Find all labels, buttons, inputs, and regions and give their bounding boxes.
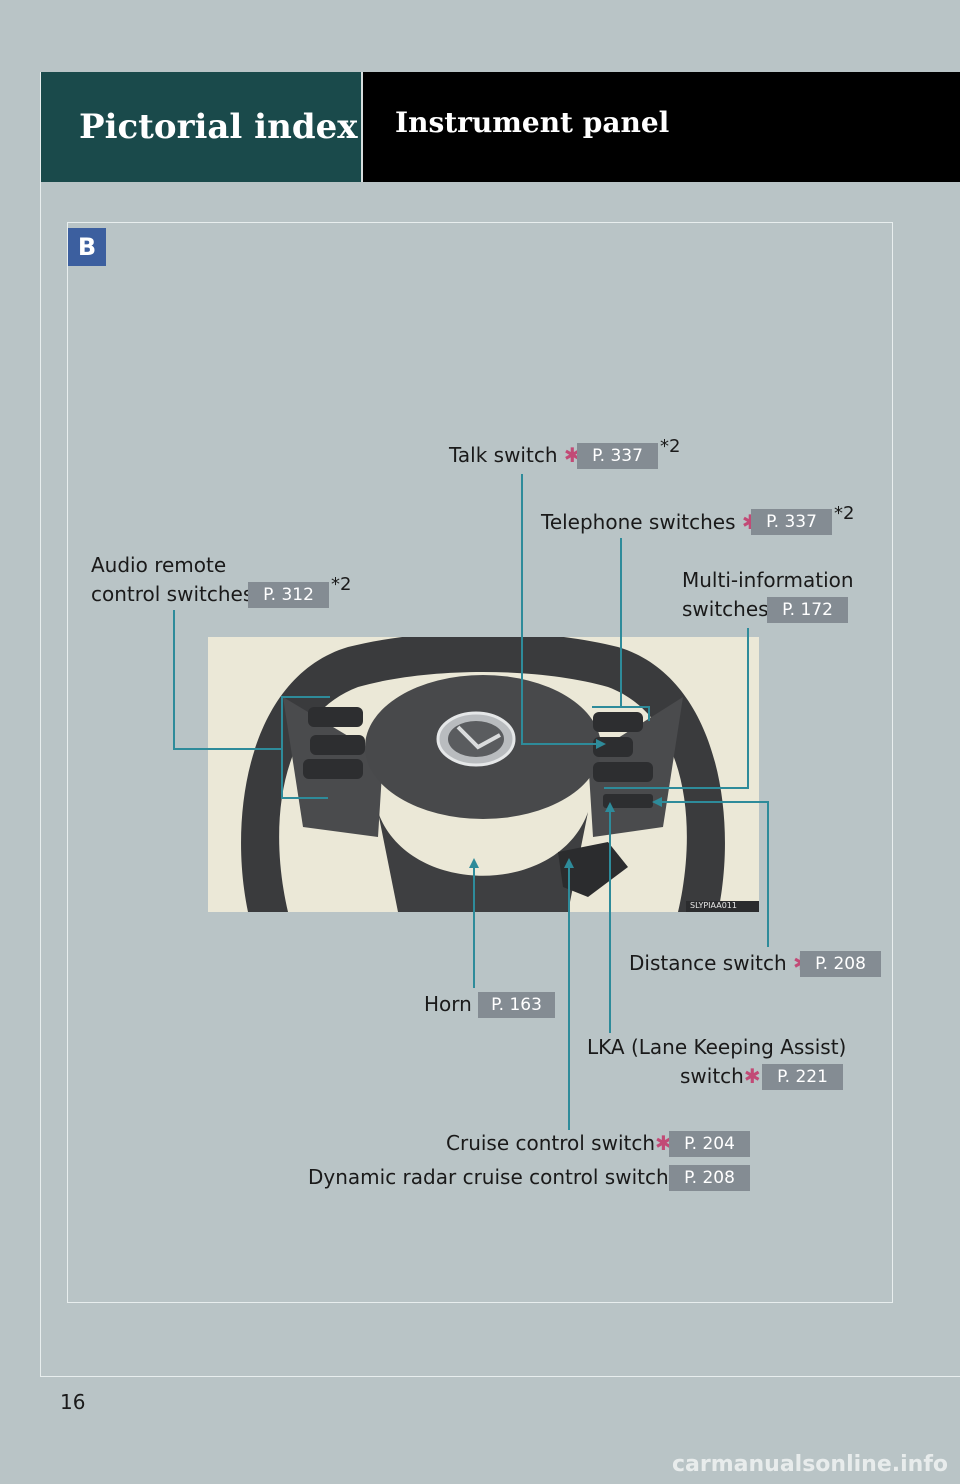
audio-remote-note: *2 [331, 574, 352, 595]
lka-page-ref[interactable]: P. 221 [762, 1064, 843, 1090]
content-box [67, 222, 893, 1303]
page-header: Instrument panel [363, 72, 960, 182]
cruise-control-star: ✱ [655, 1131, 672, 1155]
dynamic-radar-label: Dynamic radar cruise control switch✱ [308, 1167, 685, 1187]
lka-switch-star: ✱ [743, 1064, 761, 1088]
multi-information-label-line2: switches [682, 597, 769, 621]
photo-code: SLYPIAA011 [690, 901, 737, 910]
lka-label-line2: switch✱ [680, 1066, 761, 1086]
watermark: carmanualsonline.info [672, 1452, 948, 1477]
multi-information-page-ref[interactable]: P. 172 [767, 597, 848, 623]
telephone-switches-label: Telephone switches ✱ [541, 512, 759, 532]
talk-switch-star: ✱ [563, 443, 581, 467]
telephone-switches-note: *2 [834, 503, 855, 524]
section-header: Pictorial index [41, 72, 361, 182]
page-title: Instrument panel [395, 106, 670, 139]
talk-switch-note: *2 [660, 436, 681, 457]
horn-page-ref[interactable]: P. 163 [478, 992, 555, 1018]
dynamic-radar-text: Dynamic radar cruise control switch [308, 1165, 669, 1189]
cruise-control-text: Cruise control switch [446, 1131, 656, 1155]
distance-switch-page-ref[interactable]: P. 208 [800, 951, 881, 977]
lka-switch-text: switch [680, 1064, 744, 1088]
audio-remote-label-line1: Audio remote [91, 553, 227, 577]
cruise-control-label: Cruise control switch✱ [446, 1133, 672, 1153]
distance-switch-text: Distance switch [629, 951, 787, 975]
lka-label-line1: LKA (Lane Keeping Assist) [587, 1035, 847, 1059]
cruise-control-page-ref[interactable]: P. 204 [669, 1131, 750, 1157]
talk-switch-label: Talk switch ✱ [449, 445, 581, 465]
talk-switch-text: Talk switch [449, 443, 558, 467]
audio-remote-page-ref[interactable]: P. 312 [248, 582, 329, 608]
dynamic-radar-page-ref[interactable]: P. 208 [669, 1165, 750, 1191]
multi-information-label-line1: Multi-information [682, 568, 854, 592]
telephone-switches-text: Telephone switches [541, 510, 736, 534]
distance-switch-label: Distance switch ✱ [629, 953, 810, 973]
header-divider [361, 72, 363, 182]
page-number: 16 [60, 1390, 86, 1414]
section-title: Pictorial index [79, 107, 358, 147]
section-badge: B [68, 228, 106, 266]
talk-switch-page-ref[interactable]: P. 337 [577, 443, 658, 469]
audio-remote-label-line2: control switches [91, 582, 254, 606]
horn-label: Horn [424, 992, 472, 1016]
page-frame [40, 72, 960, 1377]
telephone-switches-page-ref[interactable]: P. 337 [751, 509, 832, 535]
